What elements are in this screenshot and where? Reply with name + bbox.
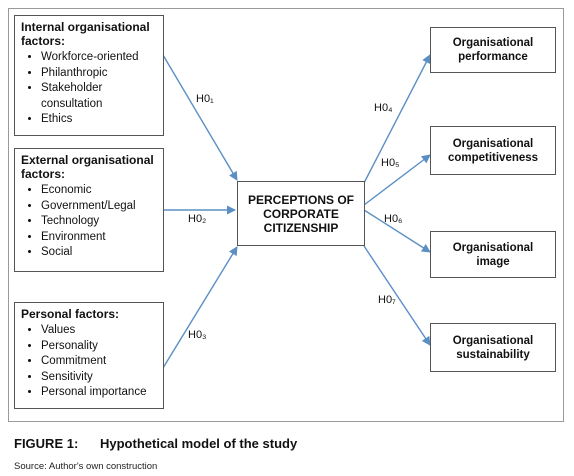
competitiveness-box: Organisational competitiveness [430, 126, 556, 175]
list-item: Commitment [41, 354, 157, 370]
hypothesis-label-h4: H0₄ [374, 102, 393, 114]
figure-frame [8, 8, 564, 422]
arrow-h1 [162, 54, 238, 181]
hypothesis-label-h1: H0₁ [196, 93, 214, 105]
list-item: Personal importance [41, 385, 157, 401]
list-item: Sensitivity [41, 370, 157, 386]
external-factors-title: External organisational factors: [21, 153, 154, 181]
list-item: Economic [41, 183, 157, 199]
figure-source: Source: Author's own construction [14, 461, 158, 472]
hypothesis-label-h2: H0₂ [188, 213, 207, 225]
hypothesis-label-h5: H0₅ [381, 157, 400, 169]
figure-caption-label: FIGURE 1: [14, 436, 79, 451]
figure-caption-text: Hypothetical model of the study [100, 436, 298, 451]
list-item: Values [41, 323, 157, 339]
list-item: Social [41, 245, 157, 261]
list-item: Workforce-oriented [41, 50, 157, 66]
list-item: Personality [41, 339, 157, 355]
personal-factors-list: Values Personality Commitment Sensitivit… [21, 323, 157, 401]
arrow-h4 [363, 54, 431, 184]
internal-factors-list: Workforce-oriented Philanthropic Stakeho… [21, 50, 157, 128]
personal-factors-box: Personal factors: Values Personality Com… [14, 302, 164, 409]
personal-factors-title: Personal factors: [21, 307, 120, 321]
arrow-h3 [162, 246, 238, 369]
performance-box: Organisational performance [430, 27, 556, 73]
list-item: Stakeholder consultation [41, 81, 131, 112]
image-title: Organisational image [452, 241, 534, 268]
internal-factors-box: Internal organisational factors: Workfor… [14, 15, 164, 136]
arrow-h5 [363, 154, 431, 206]
list-item: Ethics [41, 112, 157, 128]
arrow-h6 [363, 209, 431, 253]
hypothesis-label-h7: H0₇ [378, 294, 396, 306]
internal-factors-title: Internal organisational factors: [21, 20, 150, 48]
corporate-citizenship-title: PERCEPTIONS OF CORPORATE CITIZENSHIP [247, 192, 354, 235]
arrow-h7 [363, 245, 431, 346]
hypothesis-label-h3: H0₃ [188, 329, 207, 341]
sustainability-title: Organisational sustainability [452, 334, 534, 361]
list-item: Technology [41, 214, 157, 230]
sustainability-box: Organisational sustainability [430, 323, 556, 372]
list-item: Philanthropic [41, 66, 157, 82]
competitiveness-title: Organisational competitiveness [447, 137, 539, 164]
image-box: Organisational image [430, 231, 556, 278]
figure-caption: FIGURE 1: Hypothetical model of the study [14, 436, 297, 451]
external-factors-box: External organisational factors: Economi… [14, 148, 164, 272]
corporate-citizenship-box: PERCEPTIONS OF CORPORATE CITIZENSHIP [237, 181, 365, 246]
external-factors-list: Economic Government/Legal Technology Env… [21, 183, 157, 261]
list-item: Government/Legal [41, 199, 157, 215]
list-item: Environment [41, 230, 157, 246]
performance-title: Organisational performance [452, 37, 534, 63]
hypothesis-label-h6: H0₆ [384, 213, 403, 225]
